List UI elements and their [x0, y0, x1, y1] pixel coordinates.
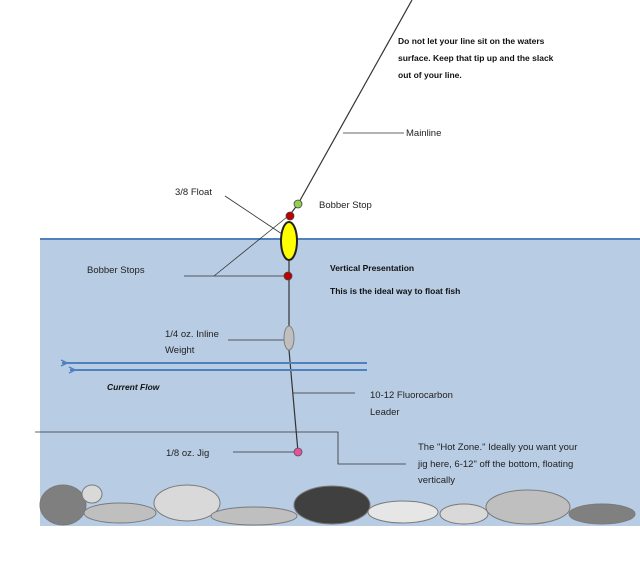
hot-zone-line-2: jig here, 6-12" off the bottom, floating	[417, 459, 573, 470]
bottom-rocks	[39, 484, 636, 526]
current-flow-label: Current Flow	[107, 382, 161, 392]
leader-label-line-1: 10-12 Fluorocarbon	[370, 390, 453, 401]
rock	[210, 506, 298, 526]
hot-zone-line-3: vertically	[418, 475, 455, 486]
warning-line-2: surface. Keep that tip up and the slack	[398, 53, 554, 63]
bobber-stop-top-green	[293, 199, 303, 209]
float-bobber	[280, 221, 298, 261]
leader-label-line-2: Leader	[370, 407, 400, 418]
hot-zone-note: The "Hot Zone." Ideally you want your ji…	[417, 442, 580, 486]
warning-line-3: out of your line.	[398, 70, 462, 80]
rock	[81, 484, 103, 504]
fluorocarbon-leader	[288, 349, 299, 453]
rock	[83, 502, 157, 524]
rock	[485, 489, 571, 525]
bobber-stop-lower-red	[283, 271, 293, 281]
rock	[39, 484, 87, 526]
bobber-stops-label: Bobber Stops	[87, 265, 145, 276]
warning-line-1: Do not let your line sit on the waters	[398, 36, 545, 46]
weight-label-line-1: 1/4 oz. Inline	[165, 329, 219, 340]
float-callout-line	[224, 195, 286, 237]
bobber-stop-upper-red	[285, 211, 295, 221]
rock	[153, 484, 221, 522]
bobber-stops-callout-upper	[213, 216, 288, 277]
weight-label-line-2: Weight	[165, 345, 195, 356]
float-label: 3/8 Float	[175, 187, 212, 198]
vertical-presentation-title: Vertical Presentation	[330, 263, 414, 273]
rock	[293, 485, 371, 525]
warning-note: Do not let your line sit on the waters s…	[398, 36, 556, 80]
hot-zone-line-1: The "Hot Zone." Ideally you want your	[418, 442, 577, 453]
mainline	[297, 0, 413, 205]
jig-head	[293, 447, 303, 457]
jig-label: 1/8 oz. Jig	[166, 448, 209, 459]
mainline-label: Mainline	[406, 128, 441, 139]
rock	[568, 503, 636, 525]
vertical-presentation-subtitle: This is the ideal way to float fish	[330, 286, 460, 296]
weight-label: 1/4 oz. Inline Weight	[165, 329, 222, 356]
inline-weight	[283, 325, 295, 351]
hot-zone-bracket	[35, 431, 406, 465]
rock	[367, 500, 439, 524]
leader-label: 10-12 Fluorocarbon Leader	[370, 390, 456, 418]
bobber-stop-label: Bobber Stop	[319, 200, 372, 211]
rock	[439, 503, 489, 525]
water-body	[40, 239, 640, 526]
